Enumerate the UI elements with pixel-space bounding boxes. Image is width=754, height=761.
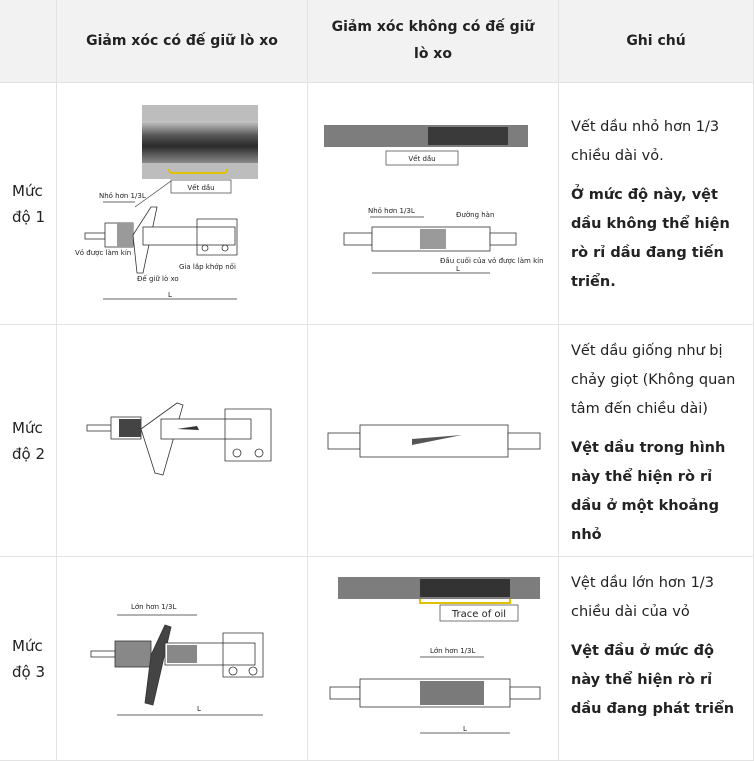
shock-without-seat-level1-drawing: Vết dầu Nhỏ hơn 1/3L Đường hàn Đầu cuối … <box>324 125 544 274</box>
header-empty-cell <box>0 0 57 83</box>
figure-2-with-seat <box>57 325 308 557</box>
mount-hole-2a <box>232 448 242 458</box>
header-notes: Ghi chú <box>559 0 754 83</box>
note-2-plain: Vết dầu giống như bị chảy giọt (Không qu… <box>571 343 736 417</box>
header-with-seat: Giảm xóc có đế giữ lò xo <box>57 0 308 83</box>
header-with-seat-text: Giảm xóc có đế giữ lò xo <box>86 32 278 49</box>
photo-pointer <box>134 180 172 208</box>
figure-2-without-seat <box>308 325 559 557</box>
header-without-seat-text: Giảm xóc không có đế giữ lò xo <box>331 19 535 62</box>
shock-body-2b <box>359 424 509 458</box>
oil-drip-2b <box>412 435 462 445</box>
note-1-plain: Vết dầu nhỏ hơn 1/3 chiều dài vỏ. <box>571 119 720 164</box>
rod-left-3 <box>329 686 361 700</box>
dim-top-label: Nhỏ hơn 1/3L <box>99 192 146 200</box>
oil-trace-b <box>420 229 446 249</box>
oil-trace-bracket <box>168 168 228 174</box>
oil-photo-trace-3 <box>420 579 510 597</box>
oil-label-box-b <box>385 150 459 166</box>
label-end: Đầu cuối của vỏ được làm kín <box>440 257 544 265</box>
spring-seat-3 <box>144 624 172 706</box>
piston-rod-3 <box>90 650 116 658</box>
oil-label-text-b: Vết dầu <box>408 155 435 163</box>
rod-right <box>489 232 517 246</box>
figure-1-with-seat <box>57 83 308 325</box>
level-1-label: Mức độ 1 <box>12 181 46 226</box>
dim-top-label-3b: Lớn hơn 1/3L <box>430 647 475 655</box>
note-3-bold: Vệt đầu ở mức độ này thể hiện rò rỉ dầu … <box>571 643 735 717</box>
oil-trace-3b <box>420 681 484 705</box>
label-seat: Đế giữ lò xo <box>137 275 179 283</box>
shock-without-seat-level3-drawing: Trace of oil Lớn hơn 1/3L L <box>329 577 541 734</box>
rod-left-2 <box>327 432 361 450</box>
oil-label-text: Vết dầu <box>187 184 214 192</box>
shock-body <box>142 226 236 246</box>
mount-bracket-2 <box>224 408 272 462</box>
shock-without-seat-level2-drawing <box>318 411 548 471</box>
note-2-bold: Vệt dầu trong hình này thể hiện rò rỉ dầ… <box>571 440 726 543</box>
oil-label-text-3: Trace of oil <box>451 609 506 620</box>
shock-with-seat-level3-drawing: Lớn hơn 1/3L L <box>90 603 264 716</box>
oil-label-box-3 <box>439 604 519 622</box>
mount-hole-2 <box>221 244 229 252</box>
piston-rod-2 <box>86 424 112 432</box>
note-2: Vết dầu giống như bị chảy giọt (Không qu… <box>559 325 754 557</box>
header-notes-text: Ghi chú <box>626 32 686 49</box>
rod-right-2 <box>507 432 541 450</box>
note-3: Vệt dầu lớn hơn 1/3 chiều dài của vỏ Vệt… <box>559 557 754 761</box>
shock-body-2 <box>160 418 252 440</box>
level-3-cell: Mức độ 3 <box>0 557 57 761</box>
note-3-plain: Vệt dầu lớn hơn 1/3 chiều dài của vỏ <box>571 575 714 620</box>
dim-L-label: L <box>168 291 172 299</box>
piston-rod <box>84 232 106 240</box>
mount-hole-3b <box>248 666 258 676</box>
level-2-cell: Mức độ 2 <box>0 325 57 557</box>
oil-trace-2 <box>119 419 141 437</box>
dim-L-label-b: L <box>456 265 460 273</box>
label-weld: Đường hàn <box>456 211 494 219</box>
oil-trace-bracket-3 <box>419 599 511 604</box>
mount-bracket-3 <box>222 632 264 678</box>
level-3-label: Mức độ 3 <box>12 636 46 681</box>
note-1-bold: Ở mức độ này, vệt dầu không thể hiện rò … <box>571 187 730 290</box>
header-without-seat: Giảm xóc không có đế giữ lò xo <box>308 0 559 83</box>
dim-top-label-b: Nhỏ hơn 1/3L <box>368 207 415 215</box>
oil-trace <box>117 223 133 247</box>
oil-trace-3 <box>167 645 197 663</box>
level-2-label: Mức độ 2 <box>12 418 46 463</box>
rod-left <box>343 232 373 246</box>
oil-label-box <box>170 179 232 194</box>
oil-photo-tube <box>142 121 258 163</box>
dim-L-label-3: L <box>197 705 201 713</box>
mount-bracket <box>196 218 238 256</box>
mount-hole-3a <box>228 666 238 676</box>
note-1: Vết dầu nhỏ hơn 1/3 chiều dài vỏ. Ở mức … <box>559 83 754 325</box>
figure-1-without-seat <box>308 83 559 325</box>
label-shell: Vỏ được làm kín <box>75 249 131 257</box>
shock-with-seat-level2-drawing <box>67 369 297 483</box>
mount-hole-1 <box>201 244 209 252</box>
rod-right-3 <box>509 686 541 700</box>
mount-hole-2b <box>254 448 264 458</box>
shock-with-seat-level1-drawing: Vết dầu Nhỏ hơn 1/3L Vỏ được làm kín Đế … <box>75 105 258 300</box>
label-mount: Gia lắp khớp nối <box>179 262 236 271</box>
dim-top-label-3: Lớn hơn 1/3L <box>131 603 176 611</box>
oil-photo-trace <box>428 127 508 145</box>
shock-body-top-3 <box>114 640 152 668</box>
dim-L-label-3b: L <box>463 725 467 733</box>
oil-drip-2 <box>177 426 199 430</box>
level-1-cell: Mức độ 1 <box>0 83 57 325</box>
